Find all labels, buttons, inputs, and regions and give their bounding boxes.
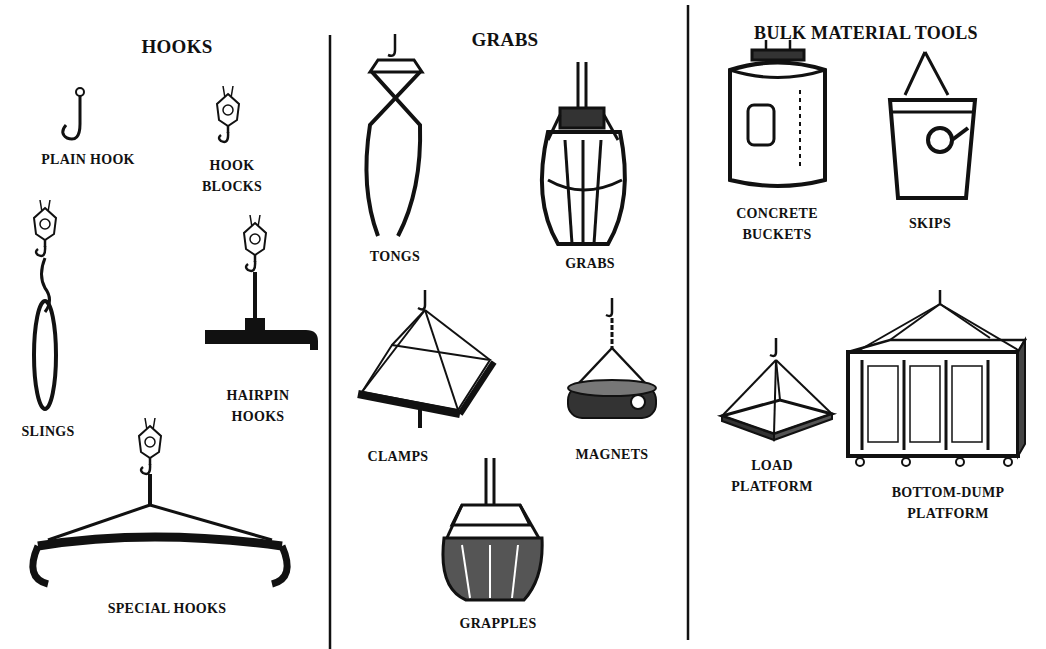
bottom-dump-platform-figure bbox=[848, 290, 1025, 466]
column-dividers bbox=[330, 5, 688, 649]
sling-figure bbox=[34, 200, 56, 409]
item-label: CLAMPS bbox=[368, 446, 429, 467]
item-label: TONGS bbox=[370, 246, 420, 267]
item-label: MAGNETS bbox=[576, 444, 649, 465]
magnet-figure bbox=[568, 298, 656, 418]
grapple-figure bbox=[443, 458, 542, 600]
skip-figure bbox=[890, 52, 975, 198]
section-heading: GRABS bbox=[472, 26, 539, 55]
item-label: GRAPPLES bbox=[459, 613, 536, 634]
item-label: LOAD PLATFORM bbox=[715, 455, 830, 497]
special-hook-figure bbox=[33, 418, 287, 584]
load-platform-figure bbox=[722, 338, 832, 440]
item-label: CONCRETE BUCKETS bbox=[720, 203, 835, 245]
item-label: SPECIAL HOOKS bbox=[108, 598, 227, 619]
item-label: HAIRPIN HOOKS bbox=[210, 385, 306, 427]
item-label: SKIPS bbox=[909, 213, 951, 234]
hook-block-figure bbox=[217, 86, 239, 142]
item-label: BOTTOM-DUMP PLATFORM bbox=[868, 482, 1028, 524]
grab-figure bbox=[542, 62, 625, 244]
section-heading: BULK MATERIAL TOOLS bbox=[754, 20, 978, 47]
item-label: GRABS bbox=[565, 253, 615, 274]
item-label: SLINGS bbox=[21, 421, 74, 442]
clamp-figure bbox=[358, 290, 494, 428]
hairpin-hook-figure bbox=[205, 215, 318, 350]
plain-hook-figure bbox=[63, 88, 84, 139]
item-label: PLAIN HOOK bbox=[41, 149, 135, 170]
section-heading: HOOKS bbox=[141, 33, 212, 62]
tongs-figure bbox=[366, 34, 422, 236]
concrete-bucket-figure bbox=[730, 40, 825, 186]
item-label: HOOK BLOCKS bbox=[187, 155, 277, 197]
